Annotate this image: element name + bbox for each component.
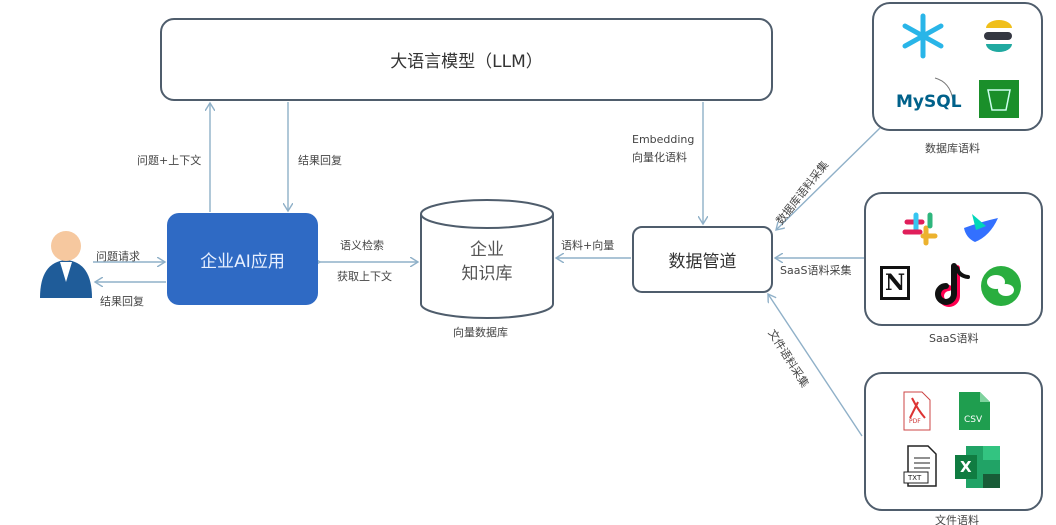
file-sources-box[interactable] <box>864 372 1043 511</box>
edge-label-embedding: Embedding <box>632 133 695 146</box>
slack-icon <box>902 212 938 246</box>
edge-label-get-context: 获取上下文 <box>337 270 392 283</box>
vector-database-cylinder <box>420 199 554 319</box>
edge-label-corpus-vector: 语料+向量 <box>561 239 615 252</box>
arrow-db-source <box>776 127 881 230</box>
arrow-file-source <box>768 294 863 437</box>
pipeline-label: 数据管道 <box>668 252 737 272</box>
csv-icon <box>959 392 990 430</box>
edge-label-question-context: 问题+上下文 <box>137 154 202 167</box>
database-sources-caption: 数据库语料 <box>925 142 980 155</box>
notion-icon: N <box>880 266 910 300</box>
llm-label: 大语言模型（LLM） <box>390 52 543 72</box>
pdf-icon <box>903 391 931 431</box>
tiktok-icon <box>935 263 970 307</box>
saas-sources-box[interactable] <box>864 192 1043 326</box>
edge-label-user-request: 问题请求 <box>96 250 140 263</box>
mysql-dolphin <box>934 77 954 101</box>
llm-box[interactable]: 大语言模型（LLM） <box>160 18 773 101</box>
pdf-text: PDF <box>909 418 921 425</box>
edge-label-vectorized-corpus: 向量化语料 <box>632 151 687 164</box>
kb-line1: 企业 <box>470 240 504 260</box>
enterprise-ai-app-box[interactable]: 企业AI应用 <box>167 213 318 305</box>
mysql-text: MySQL <box>896 92 962 112</box>
excel-text: X <box>960 458 972 476</box>
knowledge-base-label: 企业 知识库 <box>420 238 554 286</box>
excel-icon <box>955 446 1000 488</box>
data-pipeline-box[interactable]: 数据管道 <box>632 226 773 293</box>
feishu-icon <box>964 214 998 242</box>
wechat-icon <box>981 266 1021 306</box>
snowflake-icon <box>902 13 944 59</box>
mysql-icon: MySQL <box>896 92 962 112</box>
txt-text: TXT <box>908 474 922 482</box>
edge-label-llm-reply: 结果回复 <box>298 154 342 167</box>
edge-label-saas-collect: SaaS语料采集 <box>780 264 852 277</box>
csv-text: CSV <box>964 415 983 425</box>
app-label: 企业AI应用 <box>200 251 285 272</box>
txt-icon <box>903 445 937 487</box>
saas-sources-caption: SaaS语料 <box>929 332 979 345</box>
edge-label-semantic-search: 语义检索 <box>340 239 384 252</box>
vector-db-caption: 向量数据库 <box>453 326 508 339</box>
database-sources-box[interactable] <box>872 2 1043 131</box>
s3-bucket-icon <box>979 80 1019 118</box>
kb-line2: 知识库 <box>461 264 513 284</box>
file-sources-caption: 文件语料 <box>935 514 979 525</box>
elastic-icon <box>984 20 1012 52</box>
edge-label-user-reply: 结果回复 <box>100 295 144 308</box>
user-icon <box>40 231 92 298</box>
